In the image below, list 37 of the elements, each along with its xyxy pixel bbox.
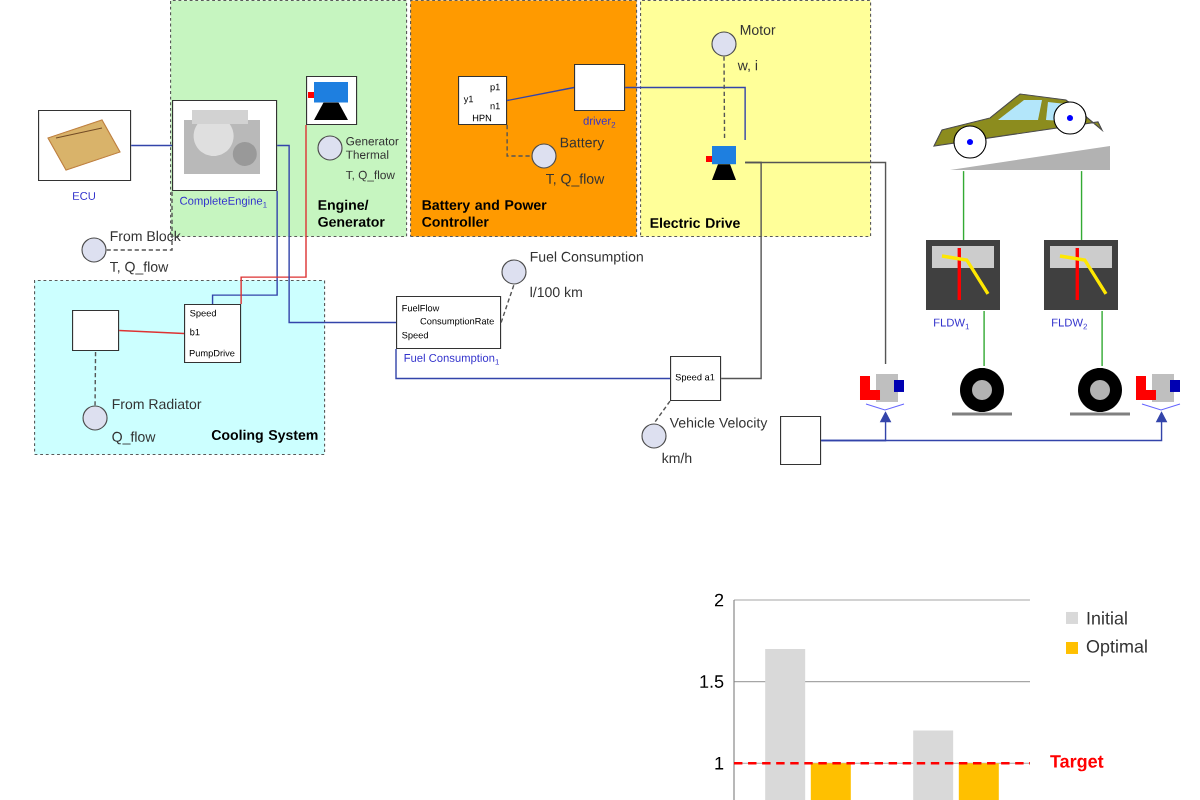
connector (240, 124, 307, 305)
connector (723, 55, 726, 141)
wheel-drawing (952, 367, 1012, 416)
connector (962, 170, 965, 241)
connector (395, 348, 671, 380)
connector (105, 190, 173, 251)
legend-label: Initial (1087, 611, 1127, 625)
y-tick-label: 1 (715, 757, 724, 770)
connector (653, 400, 671, 425)
y-tick-label: 1.5 (700, 675, 724, 688)
block-box (72, 310, 120, 352)
connector (1101, 310, 1103, 367)
brake-drawing (860, 373, 905, 411)
connector (500, 283, 515, 324)
legend-label: Optimal (1086, 639, 1147, 657)
brake-drawing (1136, 373, 1181, 411)
wheel-drawing (1070, 367, 1130, 416)
connector (211, 190, 278, 305)
connector (744, 161, 887, 365)
machine-drawing (706, 146, 736, 180)
connector (130, 144, 173, 147)
car-drawing (933, 93, 1110, 170)
connector (506, 86, 575, 102)
connector (118, 329, 185, 335)
connector (720, 161, 762, 380)
legend-item: Initial (1066, 611, 1127, 625)
connector (276, 144, 397, 324)
legend-item: Optimal (1066, 639, 1147, 657)
machine-drawing (306, 76, 358, 126)
target-label: Target (1050, 755, 1104, 772)
connector (94, 350, 97, 407)
block-box (780, 415, 822, 466)
connector (624, 86, 746, 141)
connector (506, 124, 533, 157)
bar-chart: 1 1.5 2 (700, 593, 1031, 800)
y-tick-label: 2 (714, 593, 724, 607)
connector (983, 310, 985, 367)
